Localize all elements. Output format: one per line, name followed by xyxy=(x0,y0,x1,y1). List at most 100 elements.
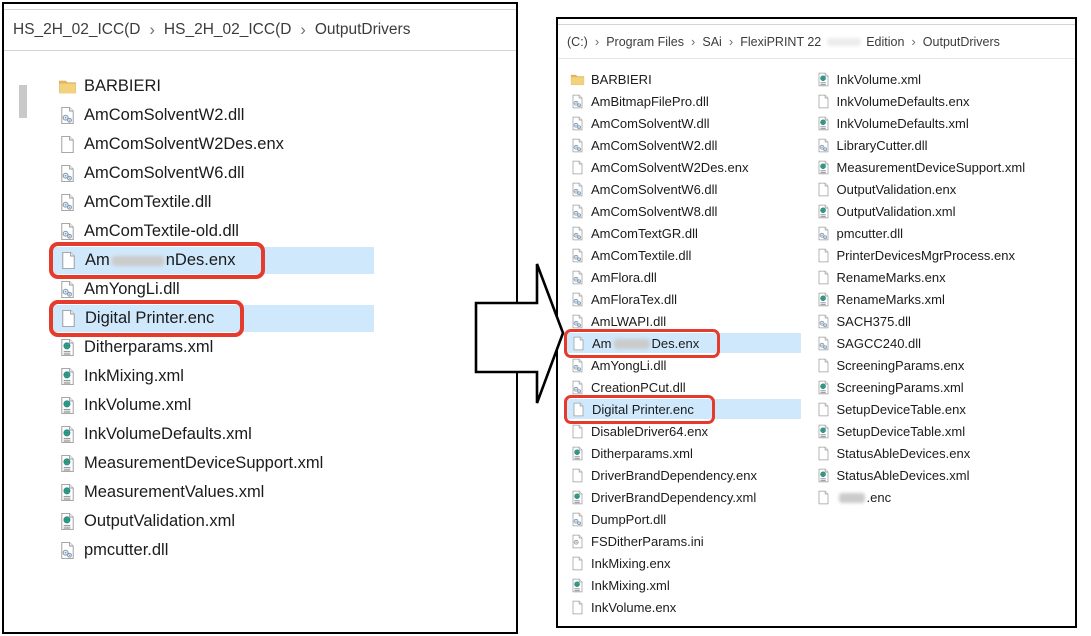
file-name: Digital Printer.enc xyxy=(592,401,694,417)
file-name: InkMixing.xml xyxy=(591,577,670,593)
file-row[interactable]: AmComSolventW8.dll xyxy=(570,200,816,222)
file-row[interactable]: BARBIERI xyxy=(58,72,516,101)
file-icon xyxy=(570,468,585,483)
ini-icon xyxy=(570,534,585,549)
file-row[interactable]: InkVolumeDefaults.xml xyxy=(816,112,1075,134)
file-row[interactable]: BARBIERI xyxy=(570,68,816,90)
file-row[interactable]: OutputValidation.xml xyxy=(58,507,516,536)
file-row[interactable]: InkMixing.xml xyxy=(570,574,816,596)
file-icon xyxy=(570,600,585,615)
file-name: InkVolume.enx xyxy=(591,599,677,615)
breadcrumb-item[interactable]: Program Files xyxy=(606,34,684,49)
scrollbar-thumb[interactable] xyxy=(19,85,27,118)
dll-icon xyxy=(58,193,77,212)
file-row[interactable]: MeasurementValues.xml xyxy=(58,478,516,507)
file-icon xyxy=(816,490,831,505)
file-name: AmComSolventW2.dll xyxy=(591,137,718,153)
file-row[interactable]: SAGCC240.dll xyxy=(816,332,1075,354)
dll-icon xyxy=(570,380,585,395)
file-row[interactable]: DumpPort.dll xyxy=(570,508,816,530)
file-row[interactable]: AmComTextGR.dll xyxy=(570,222,816,244)
file-row[interactable]: InkVolume.enx xyxy=(570,596,816,618)
file-name: MeasurementDeviceSupport.xml xyxy=(84,454,324,472)
file-name: AmLWAPI.dll xyxy=(591,313,667,329)
file-row[interactable]: AmYongLi.dll xyxy=(570,354,816,376)
file-row[interactable]: AmComSolventW2.dll xyxy=(58,101,516,130)
file-row[interactable]: InkVolume.xml xyxy=(816,68,1075,90)
file-row[interactable]: DriverBrandDependency.enx xyxy=(570,464,816,486)
file-row[interactable]: MeasurementDeviceSupport.xml xyxy=(816,156,1075,178)
file-row[interactable]: PrinterDevicesMgrProcess.enx xyxy=(816,244,1075,266)
file-row[interactable]: Ditherparams.xml xyxy=(570,442,816,464)
file-icon xyxy=(816,270,831,285)
breadcrumb: (C:)›Program Files›SAi›FlexiPRINT 22 Edi… xyxy=(558,25,1075,59)
file-icon xyxy=(816,248,831,263)
file-row[interactable]: OutputValidation.xml xyxy=(816,200,1075,222)
file-entry: StatusAbleDevices.xml xyxy=(816,464,969,486)
file-row[interactable]: Digital Printer.enc xyxy=(564,394,816,424)
file-row[interactable]: .enc xyxy=(816,486,1075,508)
xml-icon xyxy=(58,425,77,444)
breadcrumb-item[interactable]: SAi xyxy=(702,34,722,49)
file-row[interactable]: InkVolume.xml xyxy=(58,391,516,420)
file-row[interactable]: ScreeningParams.xml xyxy=(816,376,1075,398)
file-entry: AmBitmapFilePro.dll xyxy=(570,90,709,112)
file-row[interactable]: SACH375.dll xyxy=(816,310,1075,332)
file-row[interactable]: StatusAbleDevices.enx xyxy=(816,442,1075,464)
file-row[interactable]: AmBitmapFilePro.dll xyxy=(570,90,816,112)
file-row[interactable]: Digital Printer.enc xyxy=(49,300,516,337)
file-row[interactable]: AmComTextile.dll xyxy=(570,244,816,266)
file-row[interactable]: pmcutter.dll xyxy=(816,222,1075,244)
breadcrumb-item[interactable]: HS_2H_02_ICC(D xyxy=(13,21,141,38)
dll-icon xyxy=(816,336,831,351)
file-row[interactable]: InkVolumeDefaults.xml xyxy=(58,420,516,449)
file-row[interactable]: AmComSolventW6.dll xyxy=(58,159,516,188)
breadcrumb-item[interactable]: OutputDrivers xyxy=(314,21,411,38)
file-row[interactable]: AmComSolventW2Des.enx xyxy=(570,156,816,178)
file-row[interactable]: DisableDriver64.enx xyxy=(570,420,816,442)
file-row[interactable]: InkMixing.xml xyxy=(58,362,516,391)
file-row[interactable]: Ditherparams.xml xyxy=(58,333,516,362)
file-row[interactable]: AmComTextile.dll xyxy=(58,188,516,217)
file-row[interactable]: LibraryCutter.dll xyxy=(816,134,1075,156)
file-row[interactable]: DriverBrandDependency.xml xyxy=(570,486,816,508)
file-row[interactable]: RenameMarks.xml xyxy=(816,288,1075,310)
breadcrumb-item[interactable]: (C:) xyxy=(567,34,588,49)
file-row[interactable]: AmFloraTex.dll xyxy=(570,288,816,310)
file-name: AmComTextile.dll xyxy=(591,247,692,263)
dll-icon xyxy=(570,292,585,307)
file-row[interactable]: InkMixing.enx xyxy=(570,552,816,574)
file-entry: AmComTextile.dll xyxy=(58,188,211,217)
file-name: DisableDriver64.enx xyxy=(591,423,709,439)
file-row[interactable]: SetupDeviceTable.xml xyxy=(816,420,1075,442)
breadcrumb-item[interactable]: HS_2H_02_ICC(D xyxy=(163,21,292,38)
breadcrumb-item[interactable]: OutputDrivers xyxy=(922,34,1000,49)
file-row[interactable]: AmLWAPI.dll xyxy=(570,310,816,332)
file-entry: BARBIERI xyxy=(58,72,161,101)
file-icon xyxy=(59,309,78,328)
file-entry: AmComTextile-old.dll xyxy=(58,217,239,246)
file-entry: InkVolumeDefaults.enx xyxy=(816,90,969,112)
file-row[interactable]: SetupDeviceTable.enx xyxy=(816,398,1075,420)
file-row[interactable]: RenameMarks.enx xyxy=(816,266,1075,288)
file-name: Ditherparams.xml xyxy=(591,445,693,461)
file-row[interactable]: AmComTextile-old.dll xyxy=(58,217,516,246)
file-row[interactable]: FSDitherParams.ini xyxy=(570,530,816,552)
file-row[interactable]: AmComSolventW2Des.enx xyxy=(58,130,516,159)
file-row[interactable]: AmComSolventW.dll xyxy=(570,112,816,134)
file-row[interactable]: AmComSolventW6.dll xyxy=(570,178,816,200)
file-row[interactable]: pmcutter.dll xyxy=(58,536,516,565)
file-row[interactable]: AmComSolventW2.dll xyxy=(570,134,816,156)
file-row[interactable]: StatusAbleDevices.xml xyxy=(816,464,1075,486)
file-row[interactable]: MeasurementDeviceSupport.xml xyxy=(58,449,516,478)
file-row[interactable]: AmYongLi.dll xyxy=(58,275,516,304)
breadcrumb-item[interactable]: FlexiPRINT 22 Edition xyxy=(740,34,905,49)
file-row[interactable]: ScreeningParams.enx xyxy=(816,354,1075,376)
file-row[interactable]: AmFlora.dll xyxy=(570,266,816,288)
file-row[interactable]: CreationPCut.dll xyxy=(570,376,816,398)
file-row[interactable]: OutputValidation.enx xyxy=(816,178,1075,200)
file-row[interactable]: InkVolumeDefaults.enx xyxy=(816,90,1075,112)
file-entry: DisableDriver64.enx xyxy=(570,420,708,442)
